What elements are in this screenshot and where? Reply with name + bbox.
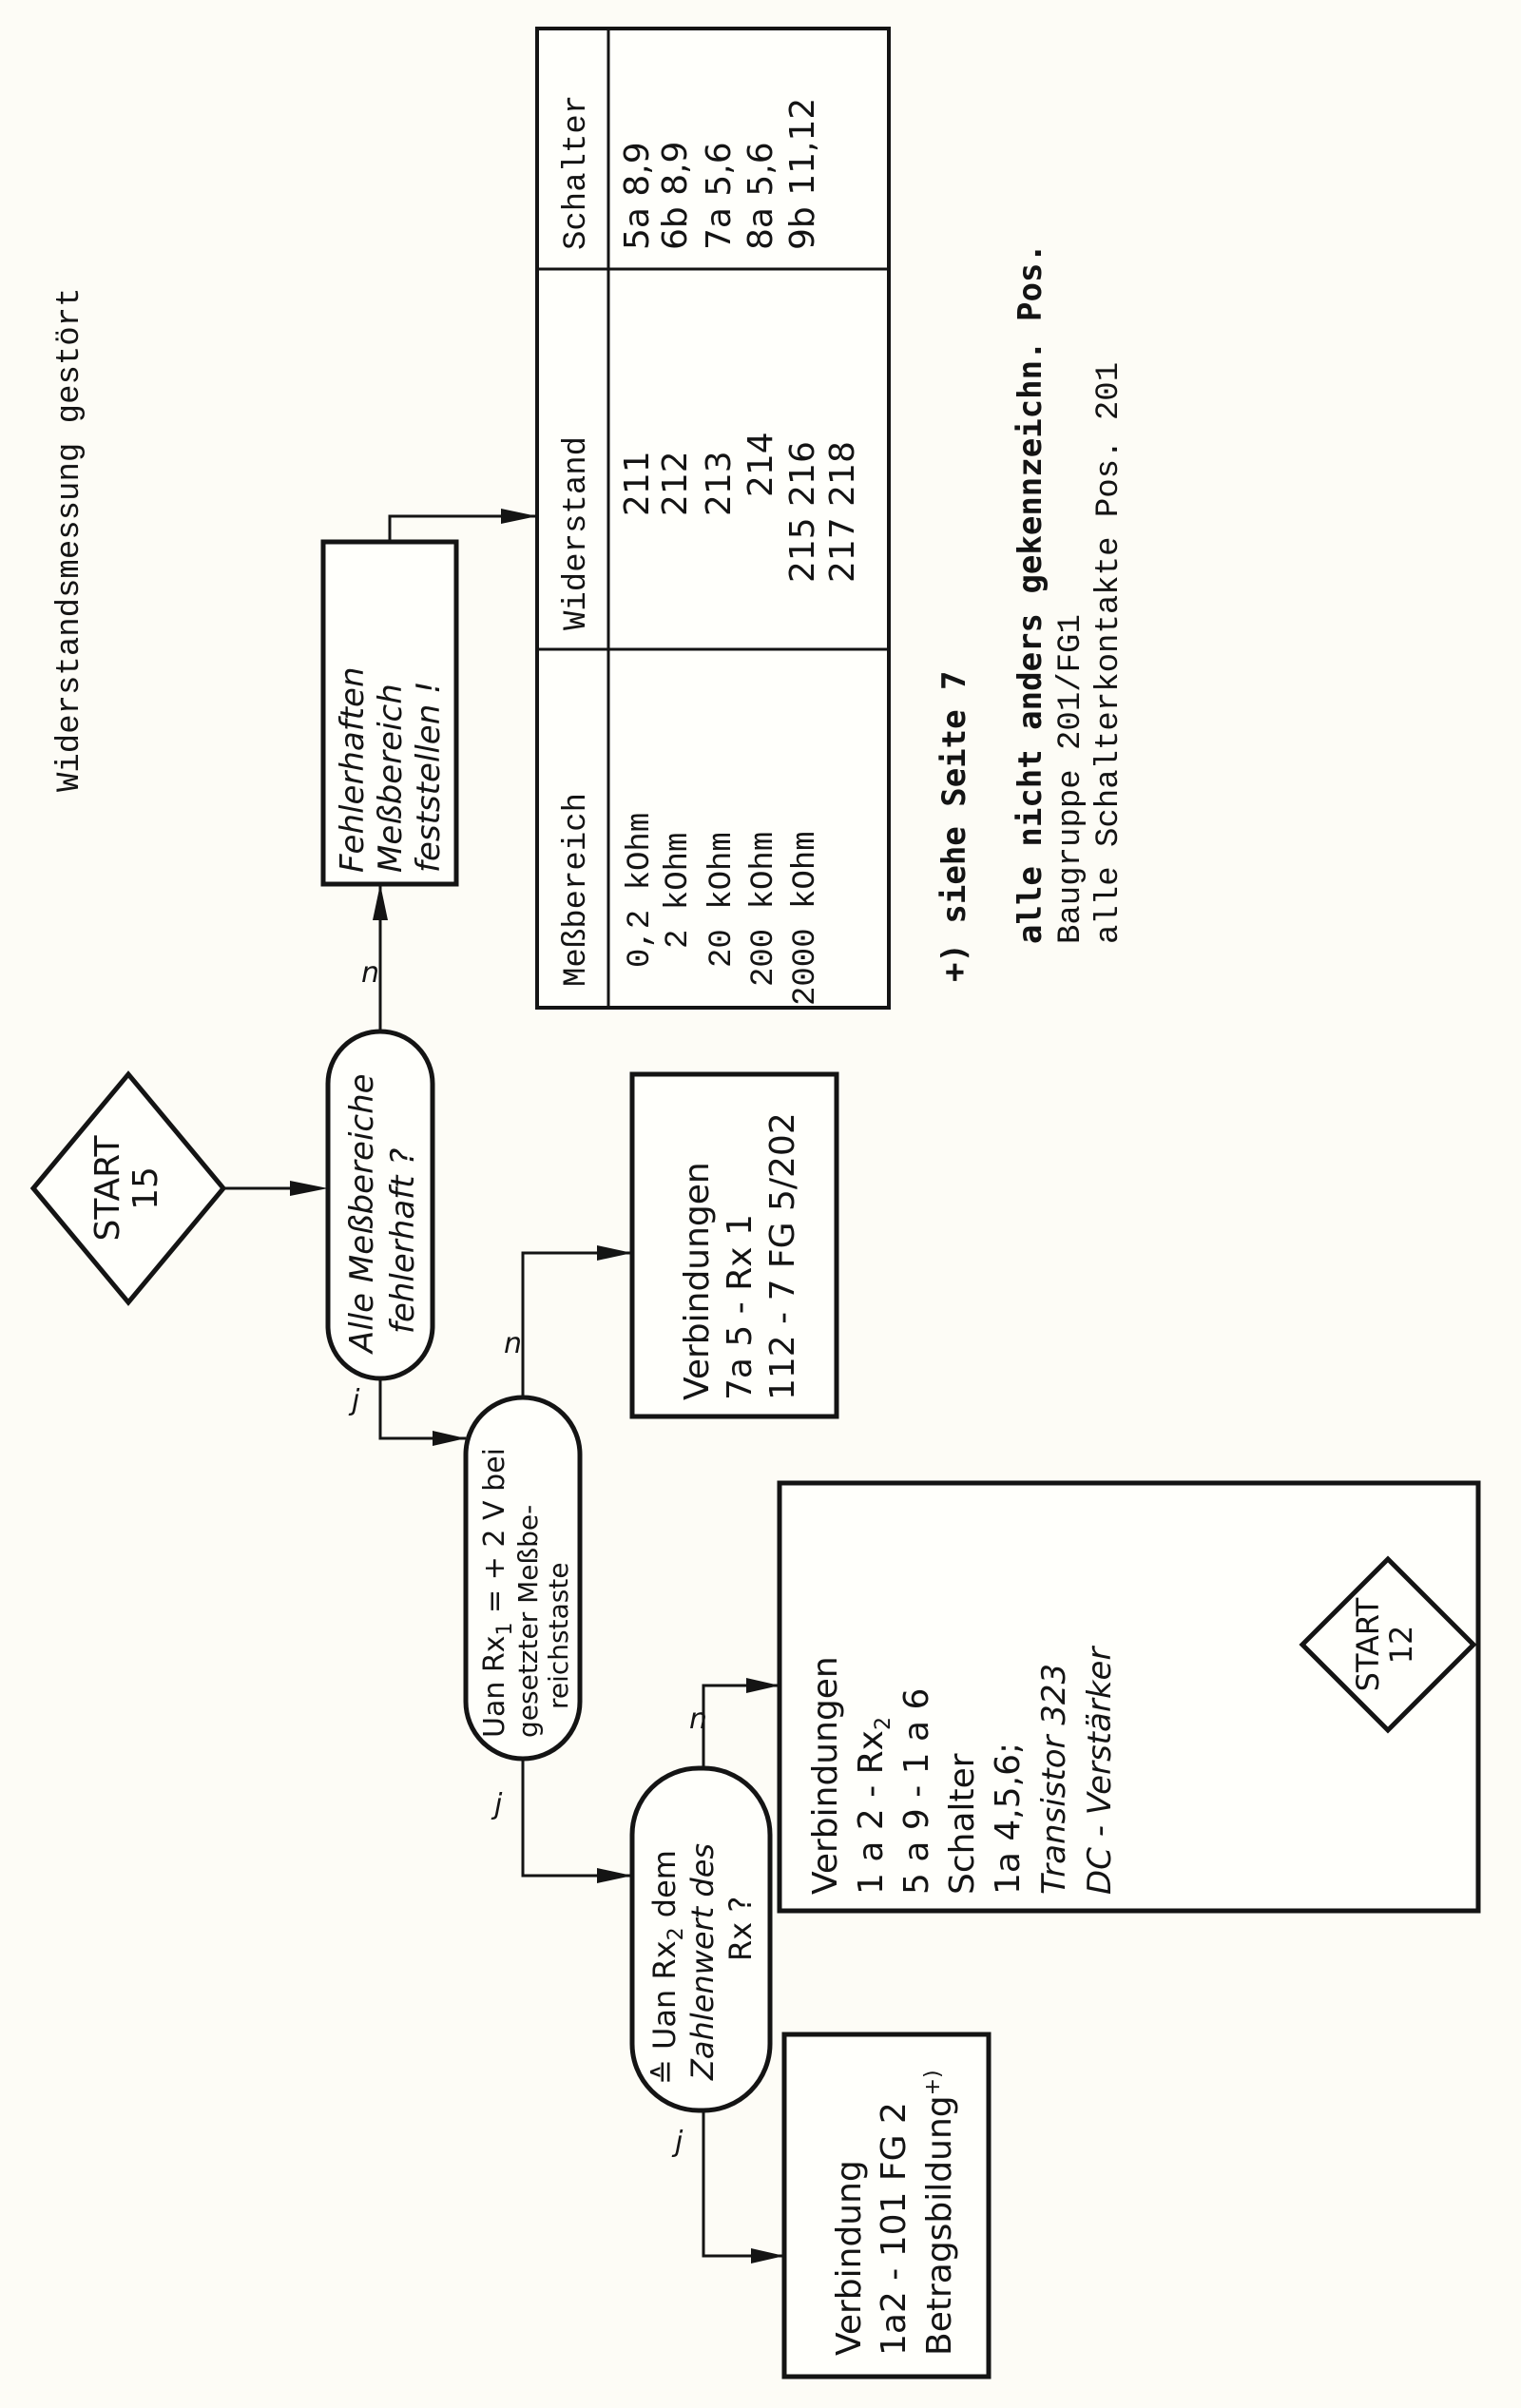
decision-text: Alle Meßbereiche (343, 1073, 381, 1355)
table-row: 0,2 kOhm 211 5a 8,9 (618, 142, 659, 968)
table-row: 200 kOhm 214 8a 5,6 (741, 142, 782, 987)
process-text: 1a 4,5,6; (989, 1743, 1028, 1895)
connector-decision1-yes (378, 1378, 466, 1440)
process-text: Verbindungen (678, 1162, 717, 1400)
edge-label-yes: j (348, 1384, 360, 1417)
decision-text: Rx ? (722, 1897, 759, 1961)
table-row: 217 218 (823, 441, 862, 583)
table-cell-resistor: 215 216 (783, 441, 822, 583)
start-number: 12 (1383, 1626, 1419, 1665)
arrowhead (751, 2248, 784, 2264)
table-row: 20 kOhm 213 7a 5,6 (700, 142, 741, 968)
table-cell-range: 0,2 kOhm (623, 813, 659, 968)
range-table: Meßbereich Widerstand Schalter 0,2 kOhm … (535, 27, 891, 1010)
table-cell-switch: 6b 8,9 (656, 142, 695, 250)
table-row: 2000 kOhm 215 216 9b 11,12 (783, 98, 824, 1006)
connector-findrange-to-table (388, 514, 537, 542)
start-label: START (1350, 1597, 1386, 1691)
process-text: Schalter (943, 1753, 982, 1895)
table-header: Meßbereich (559, 793, 595, 987)
edge-label-yes: j (491, 1788, 503, 1821)
table-header: Widerstand (559, 436, 595, 630)
process-text: Meßbereich (372, 684, 410, 873)
process-text: 7a 5 - Rx 1 (721, 1214, 760, 1400)
process-text: 5 a 9 - 1 a 6 (897, 1688, 936, 1895)
footnote-note: alle Schalterkontakte Pos. 201 (1091, 362, 1127, 944)
table-cell-resistor: 214 (741, 432, 780, 497)
process-text: DC - Verstärker (1081, 1646, 1119, 1895)
connector-decision3-yes (702, 2110, 784, 2258)
decision-text: reichstaste (543, 1562, 574, 1709)
decision-text: Zahlenwert des (684, 1843, 721, 2081)
page-title: Widerstandsmessung gestört (52, 288, 88, 793)
table-cell-switch: 5a 8,9 (618, 142, 657, 250)
process-text: Transistor 323 (1035, 1664, 1073, 1895)
footnote-reference: +) siehe Seite 7 (935, 670, 973, 982)
arrowhead (746, 1678, 780, 1693)
table-cell-resistor: 213 (700, 451, 739, 516)
edge-label-no: n (504, 1327, 522, 1360)
table-header: Schalter (559, 95, 595, 250)
arrowhead (290, 1181, 328, 1196)
arrowhead (597, 1245, 632, 1261)
connector-decision2-no (521, 1251, 632, 1397)
start-label: START (88, 1134, 127, 1241)
process-text: 112 - 7 FG 5/202 (763, 1112, 802, 1400)
process-text: Betragsbildung+) (920, 2070, 959, 2356)
edge-label-yes: j (671, 2126, 683, 2159)
process-text: 1a2 - 101 FG 2 (875, 2102, 914, 2356)
footnote-note: alle nicht anders gekennzeichn. Pos. (1011, 243, 1049, 944)
decision-text: gesetzter Meßbe- (512, 1505, 544, 1738)
decision-voltage-rx2[interactable]: ≙ Uan Rx2 dem Zahlenwert des Rx ? (629, 1765, 773, 2113)
table-cell-range: 2 kOhm (661, 833, 697, 949)
start-number: 15 (126, 1166, 165, 1210)
table-cell-resistor: 211 (618, 451, 657, 516)
process-find-faulty-range[interactable]: Fehlerhaften Meßbereich feststellen ! (320, 539, 459, 887)
decision-text: fehlerhaft ? (384, 1148, 422, 1334)
decision-voltage-rx1[interactable]: Uan Rx1 = + 2 V bei gesetzter Meßbe- rei… (463, 1395, 583, 1762)
table-cell-range: 20 kOhm (704, 832, 741, 968)
decision-text: ≙ Uan Rx2 dem (646, 1850, 688, 2085)
table-cell-switch: 7a 5,6 (700, 142, 739, 250)
process-connections-dc-amplifier[interactable]: Verbindungen 1 a 2 - Rx2 5 a 9 - 1 a 6 S… (777, 1480, 1481, 1914)
table-cell-switch: 8a 5,6 (741, 142, 780, 250)
connector-decision3-no (702, 1684, 780, 1768)
start-12-connector-node[interactable]: START 12 (1299, 1555, 1477, 1734)
table-cell-range: 200 kOhm (746, 832, 782, 987)
table-cell-resistor: 212 (656, 451, 695, 516)
arrowhead (373, 884, 388, 920)
connector-decision2-yes (521, 1759, 632, 1878)
arrowhead (501, 509, 537, 524)
arrowhead (597, 1868, 632, 1883)
table-cell-range: 2000 kOhm (788, 831, 824, 1006)
start-15-connector-node[interactable]: START 15 (29, 1070, 227, 1306)
process-text: Fehlerhaften (334, 666, 372, 873)
decision-all-ranges-faulty[interactable]: Alle Meßbereiche fehlerhaft ? (325, 1029, 435, 1381)
process-text: Verbindung (830, 2160, 869, 2356)
table-cell-resistor: 217 218 (823, 441, 862, 583)
footnote-note: Baugruppe 201/FG1 (1053, 614, 1089, 944)
decision-text: Uan Rx1 = + 2 V bei (478, 1448, 517, 1738)
process-text: feststellen ! (410, 681, 448, 873)
process-connections-7a5[interactable]: Verbindungen 7a 5 - Rx 1 112 - 7 FG 5/20… (629, 1071, 839, 1419)
process-text: 1 a 2 - Rx2 (852, 1717, 895, 1895)
arrowhead (433, 1431, 466, 1446)
edge-label-no: n (361, 956, 379, 990)
edge-label-no: n (689, 1703, 707, 1736)
process-text: Verbindungen (806, 1656, 845, 1895)
table-cell-switch: 9b 11,12 (783, 98, 822, 250)
process-connection-1a2[interactable]: Verbindung 1a2 - 101 FG 2 Betragsbildung… (781, 2032, 992, 2379)
table-row: 2 kOhm 212 6b 8,9 (656, 142, 697, 949)
